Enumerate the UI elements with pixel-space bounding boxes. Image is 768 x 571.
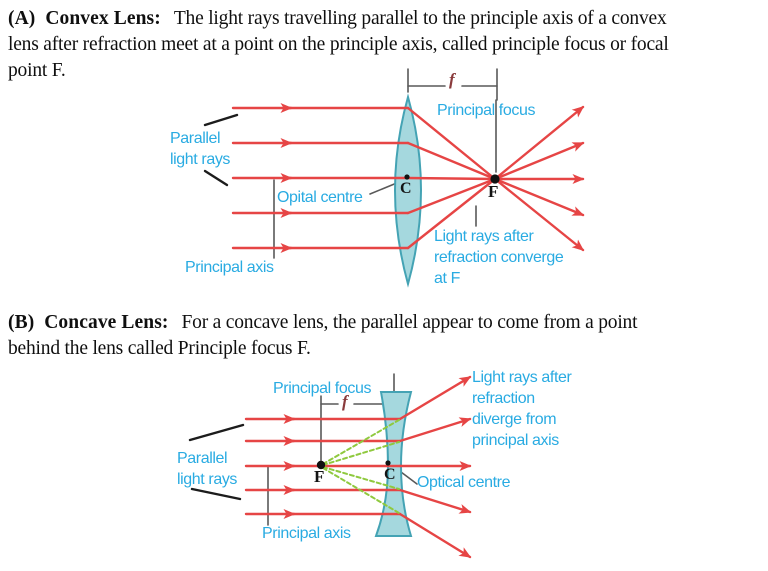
optical-centre-dot-convex [404, 174, 410, 180]
pointer-slashes-concave [188, 423, 245, 501]
paragraph-concave: (B) Concave Lens: For a concave lens, the… [8, 310, 638, 362]
label-parallel-light-rays-convex: Parallel light rays [170, 130, 231, 168]
virtual-ray-extensions [322, 419, 400, 514]
guide-lines-convex [273, 68, 498, 259]
paragraph-convex-line3: point F. [8, 60, 66, 81]
label-centre-point-convex: C [400, 180, 412, 197]
label-refraction-note-concave: Light rays after refraction diverge from… [472, 369, 572, 449]
paragraph-convex-line2: lens after refraction meet at a point on… [8, 34, 669, 55]
focus-dot-convex [490, 174, 500, 184]
paragraph-concave-line1: (B) Concave Lens: For a concave lens, the… [8, 310, 638, 336]
label-principal-axis-convex: Principal axis [185, 259, 274, 276]
concave-lens-diagram [188, 373, 472, 559]
label-focus-point-convex: F [488, 182, 499, 201]
body-text: For a concave lens, the parallel appear … [181, 312, 638, 333]
pointer-slashes-convex [203, 113, 239, 187]
label-principal-axis-concave: Principal axis [262, 525, 351, 542]
label-focal-length-convex: f [449, 70, 455, 89]
paragraph-concave-line2: behind the lens called Principle focus F… [8, 338, 311, 359]
label-optical-centre-convex: Opital centre [277, 189, 363, 206]
convex-lens-diagram [203, 68, 585, 288]
heading-convex: (A) Convex Lens: [8, 8, 161, 29]
label-focus-point-concave: F [314, 467, 325, 486]
paragraph-convex-line1: (A) Convex Lens: The light rays travellin… [8, 6, 669, 32]
body-text: The light rays travelling parallel to th… [173, 8, 667, 29]
light-rays-concave [244, 375, 472, 559]
heading-concave: (B) Concave Lens: [8, 312, 169, 333]
light-rays-convex [231, 103, 585, 253]
label-centre-point-concave: C [384, 466, 396, 483]
label-parallel-light-rays-concave: Parallel light rays [177, 450, 238, 488]
label-optical-centre-concave: Optical centre [417, 474, 511, 491]
focus-dot-concave [316, 460, 326, 470]
label-principal-focus-concave: Principal focus [273, 380, 372, 397]
label-refraction-note-convex: Light rays after refraction converge at … [434, 228, 564, 287]
label-principal-focus-convex: Principal focus [437, 102, 536, 119]
label-focal-length-concave: f [342, 392, 348, 411]
paragraph-convex: (A) Convex Lens: The light rays travellin… [8, 6, 669, 84]
optical-centre-dot-concave [385, 460, 391, 466]
